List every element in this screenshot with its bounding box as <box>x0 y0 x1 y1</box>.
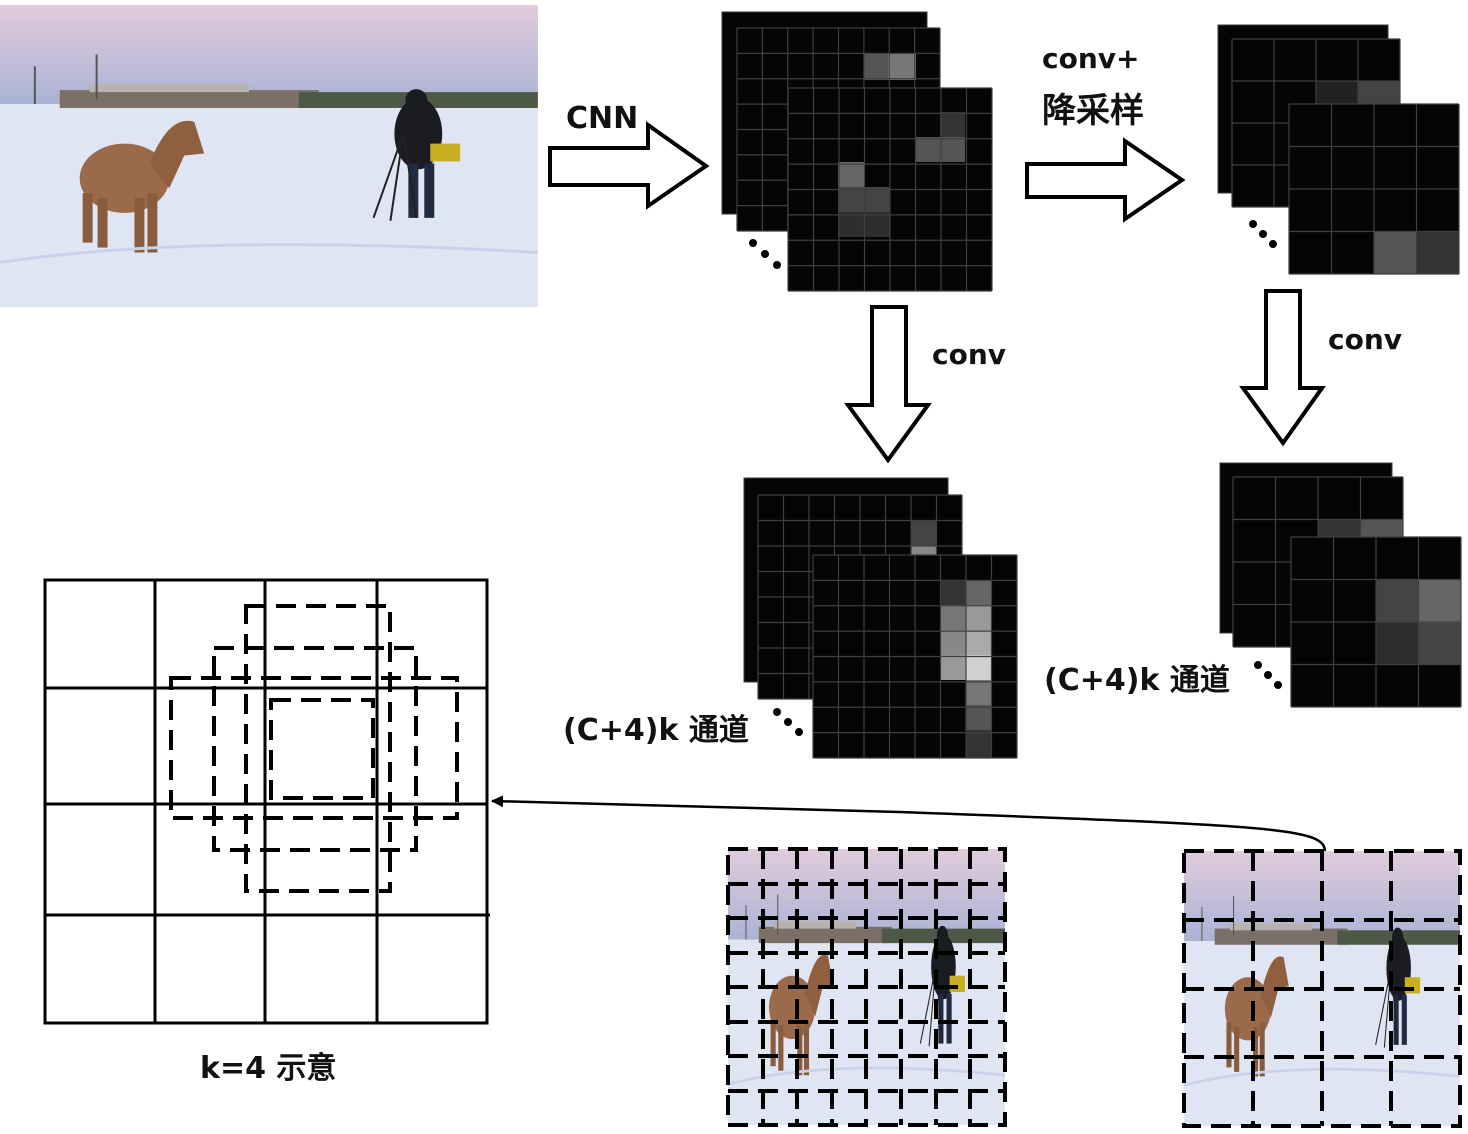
channels-right-label: (C+4)k 通道 <box>1044 663 1230 698</box>
default-box-large <box>212 646 418 852</box>
feature-map <box>1288 103 1460 275</box>
cnn-label: CNN <box>566 101 638 136</box>
input-image <box>0 3 540 309</box>
default-box-wide <box>169 676 459 820</box>
conv-arrow-right <box>1239 289 1326 447</box>
feature-map-stack-b <box>1217 24 1460 275</box>
feature-map-stack-a <box>721 11 993 292</box>
ellipsis-dots <box>1249 220 1277 248</box>
feature-map <box>1290 536 1462 708</box>
conv-arrow-left <box>844 305 932 464</box>
ellipsis-dots <box>749 239 781 269</box>
cnn-arrow <box>548 121 710 210</box>
conv-right-label: conv <box>1328 323 1402 356</box>
output-map-stack-left <box>743 477 1018 759</box>
downsample-label: 降采样 <box>1042 91 1144 131</box>
image-8x8-grid <box>726 847 1007 1127</box>
ellipsis-dots <box>1254 661 1282 689</box>
default-boxes <box>169 604 459 893</box>
conv-downsample-label: conv+ <box>1042 42 1139 75</box>
ellipsis-dots <box>773 708 803 736</box>
feature-map <box>812 554 1018 759</box>
mapping-arrow <box>491 795 1327 853</box>
k4-caption: k=4 示意 <box>200 1051 336 1086</box>
default-box-small <box>269 698 375 800</box>
k4-grid <box>43 578 490 1025</box>
image-4x4-grid <box>1182 849 1462 1128</box>
default-box-tall <box>244 604 392 893</box>
conv-left-label: conv <box>932 338 1006 371</box>
feature-map <box>787 87 993 292</box>
output-map-stack-right <box>1219 462 1462 708</box>
channels-left-label: (C+4)k 通道 <box>563 713 749 748</box>
downsample-arrow <box>1025 137 1186 223</box>
